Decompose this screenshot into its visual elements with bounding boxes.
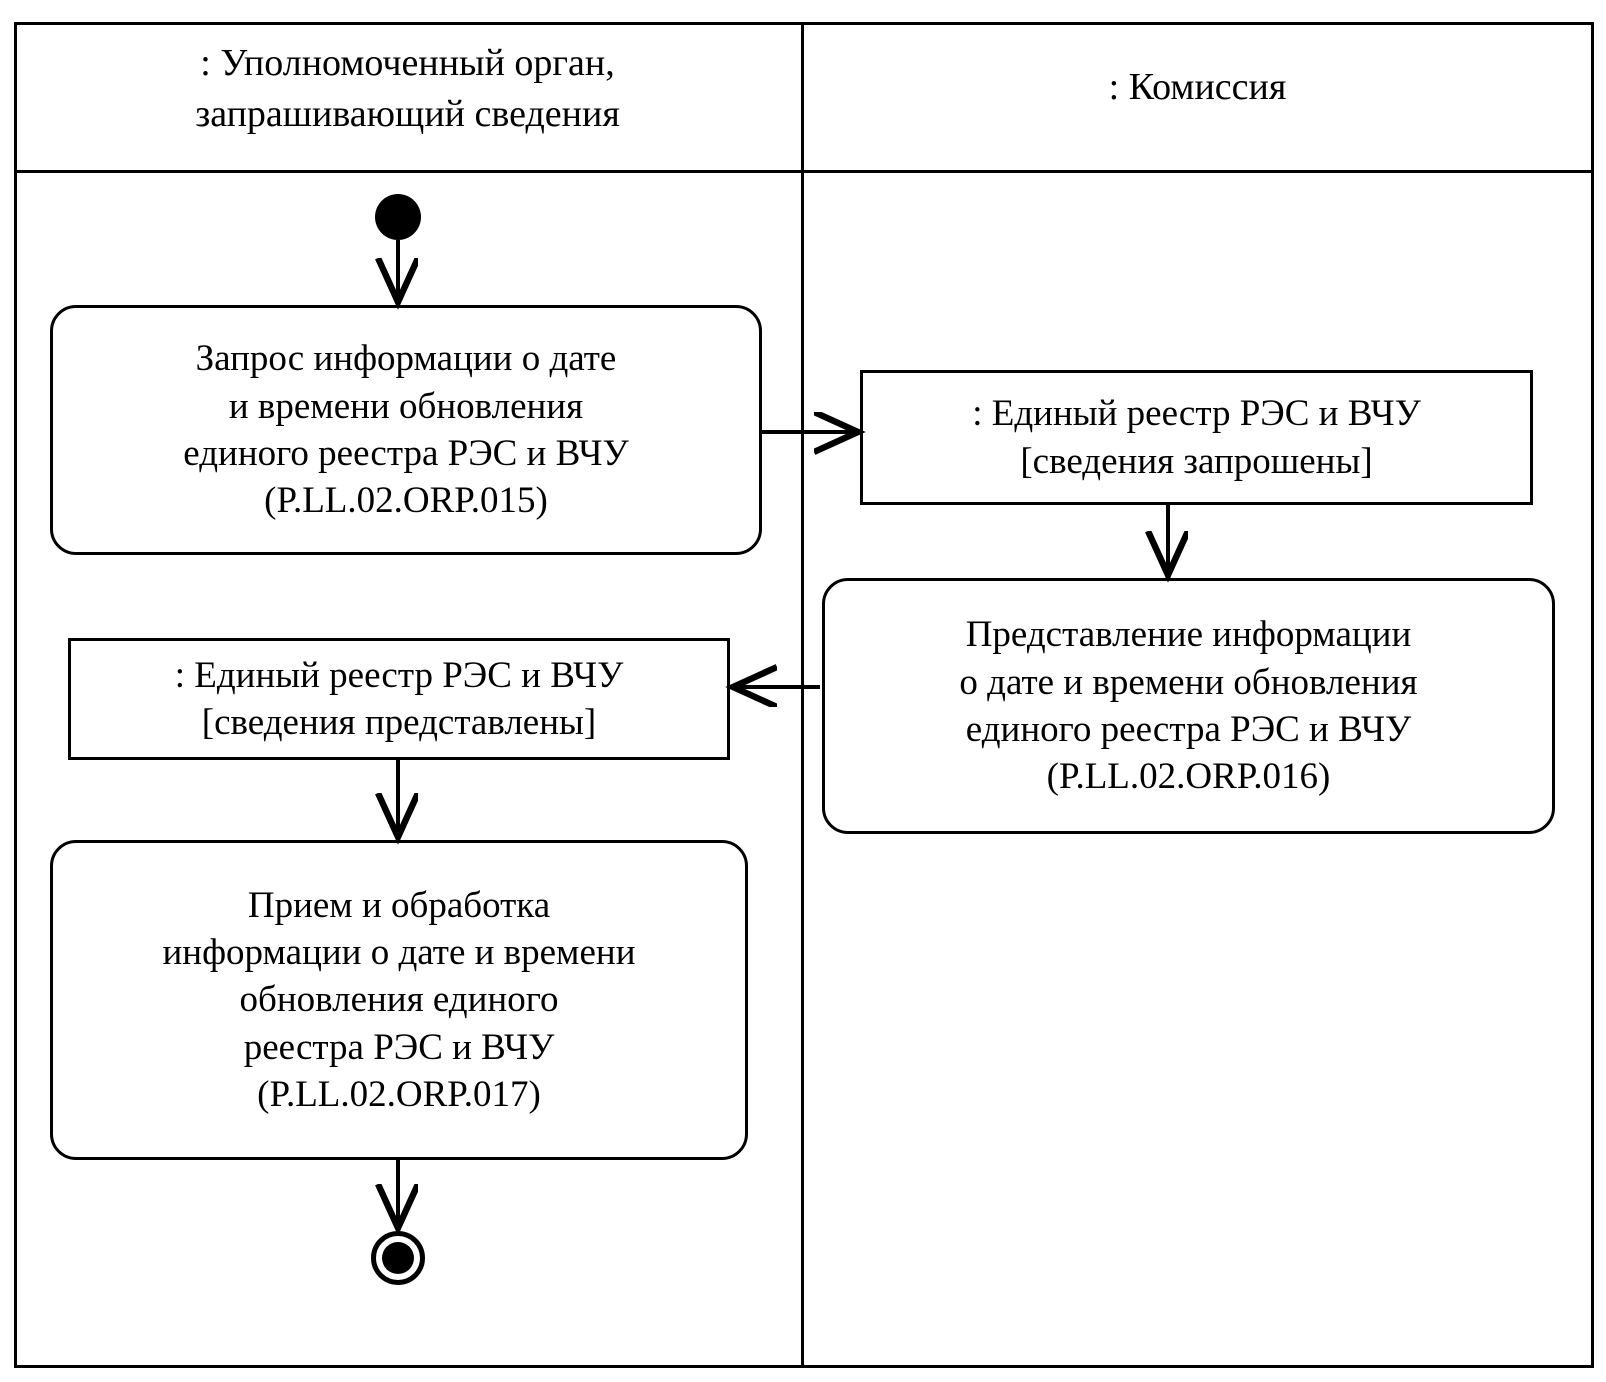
activity-receive-process-info[interactable]: Прием и обработка информации о дате и вр… bbox=[50, 840, 748, 1160]
activity-provide-info[interactable]: Представление информации о дате и времен… bbox=[822, 578, 1555, 834]
swimlane-header-right: : Комиссия bbox=[1108, 66, 1287, 108]
swimlane-header-divider bbox=[14, 170, 1594, 173]
initial-node bbox=[375, 194, 421, 240]
object-node-registry-requested[interactable]: : Единый реестр РЭС и ВЧУ [сведения запр… bbox=[860, 370, 1533, 505]
activity-request-info[interactable]: Запрос информации о дате и времени обнов… bbox=[50, 305, 762, 555]
swimlane-frame bbox=[14, 22, 1594, 1368]
final-node bbox=[371, 1231, 425, 1285]
object-node-registry-provided[interactable]: : Единый реестр РЭС и ВЧУ [сведения пред… bbox=[68, 638, 730, 760]
swimlane-vertical-divider bbox=[801, 22, 804, 1368]
swimlane-header-left: : Уполномоченный орган, запрашивающий св… bbox=[195, 42, 620, 136]
